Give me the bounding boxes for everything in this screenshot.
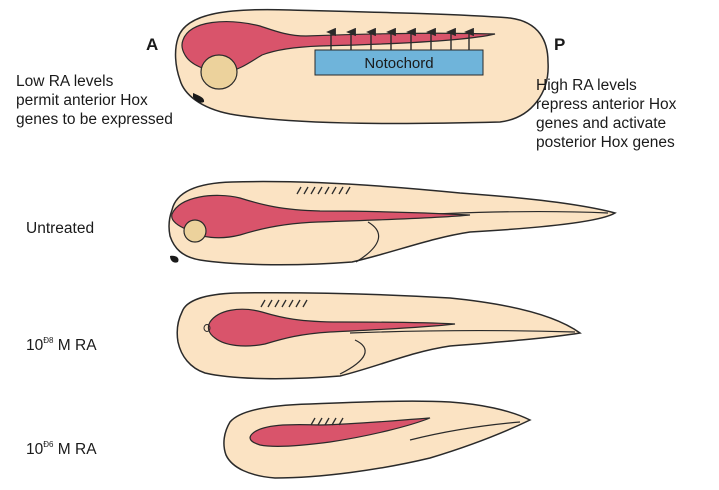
ra-high-exponent: Ð6 xyxy=(43,440,53,449)
low-ra-description: Low RA levels permit anterior Hox genes … xyxy=(16,72,173,129)
ra-high-base: 10 xyxy=(26,441,43,458)
ra-low-label: 10Ð8 M RA xyxy=(26,331,97,355)
ra-low-unit: M RA xyxy=(53,337,96,354)
anterior-label: A xyxy=(146,35,158,54)
notochord-label: Notochord xyxy=(364,55,433,72)
ra-high-label: 10Ð6 M RA xyxy=(26,435,97,459)
ra-low-exponent: Ð8 xyxy=(43,336,53,345)
top-eye xyxy=(201,55,237,89)
ra-low-tadpole xyxy=(177,293,580,379)
ra-low-base: 10 xyxy=(26,337,43,354)
ra-high-tadpole xyxy=(224,401,530,478)
untreated-tadpole xyxy=(169,182,615,265)
ra-high-unit: M RA xyxy=(53,441,96,458)
untreated-label: Untreated xyxy=(26,219,94,238)
top-embryo xyxy=(176,10,549,124)
untreated-mouth xyxy=(170,256,179,263)
untreated-eye xyxy=(184,220,206,242)
posterior-label: P xyxy=(554,35,565,54)
high-ra-description: High RA levels repress anterior Hox gene… xyxy=(536,76,676,152)
